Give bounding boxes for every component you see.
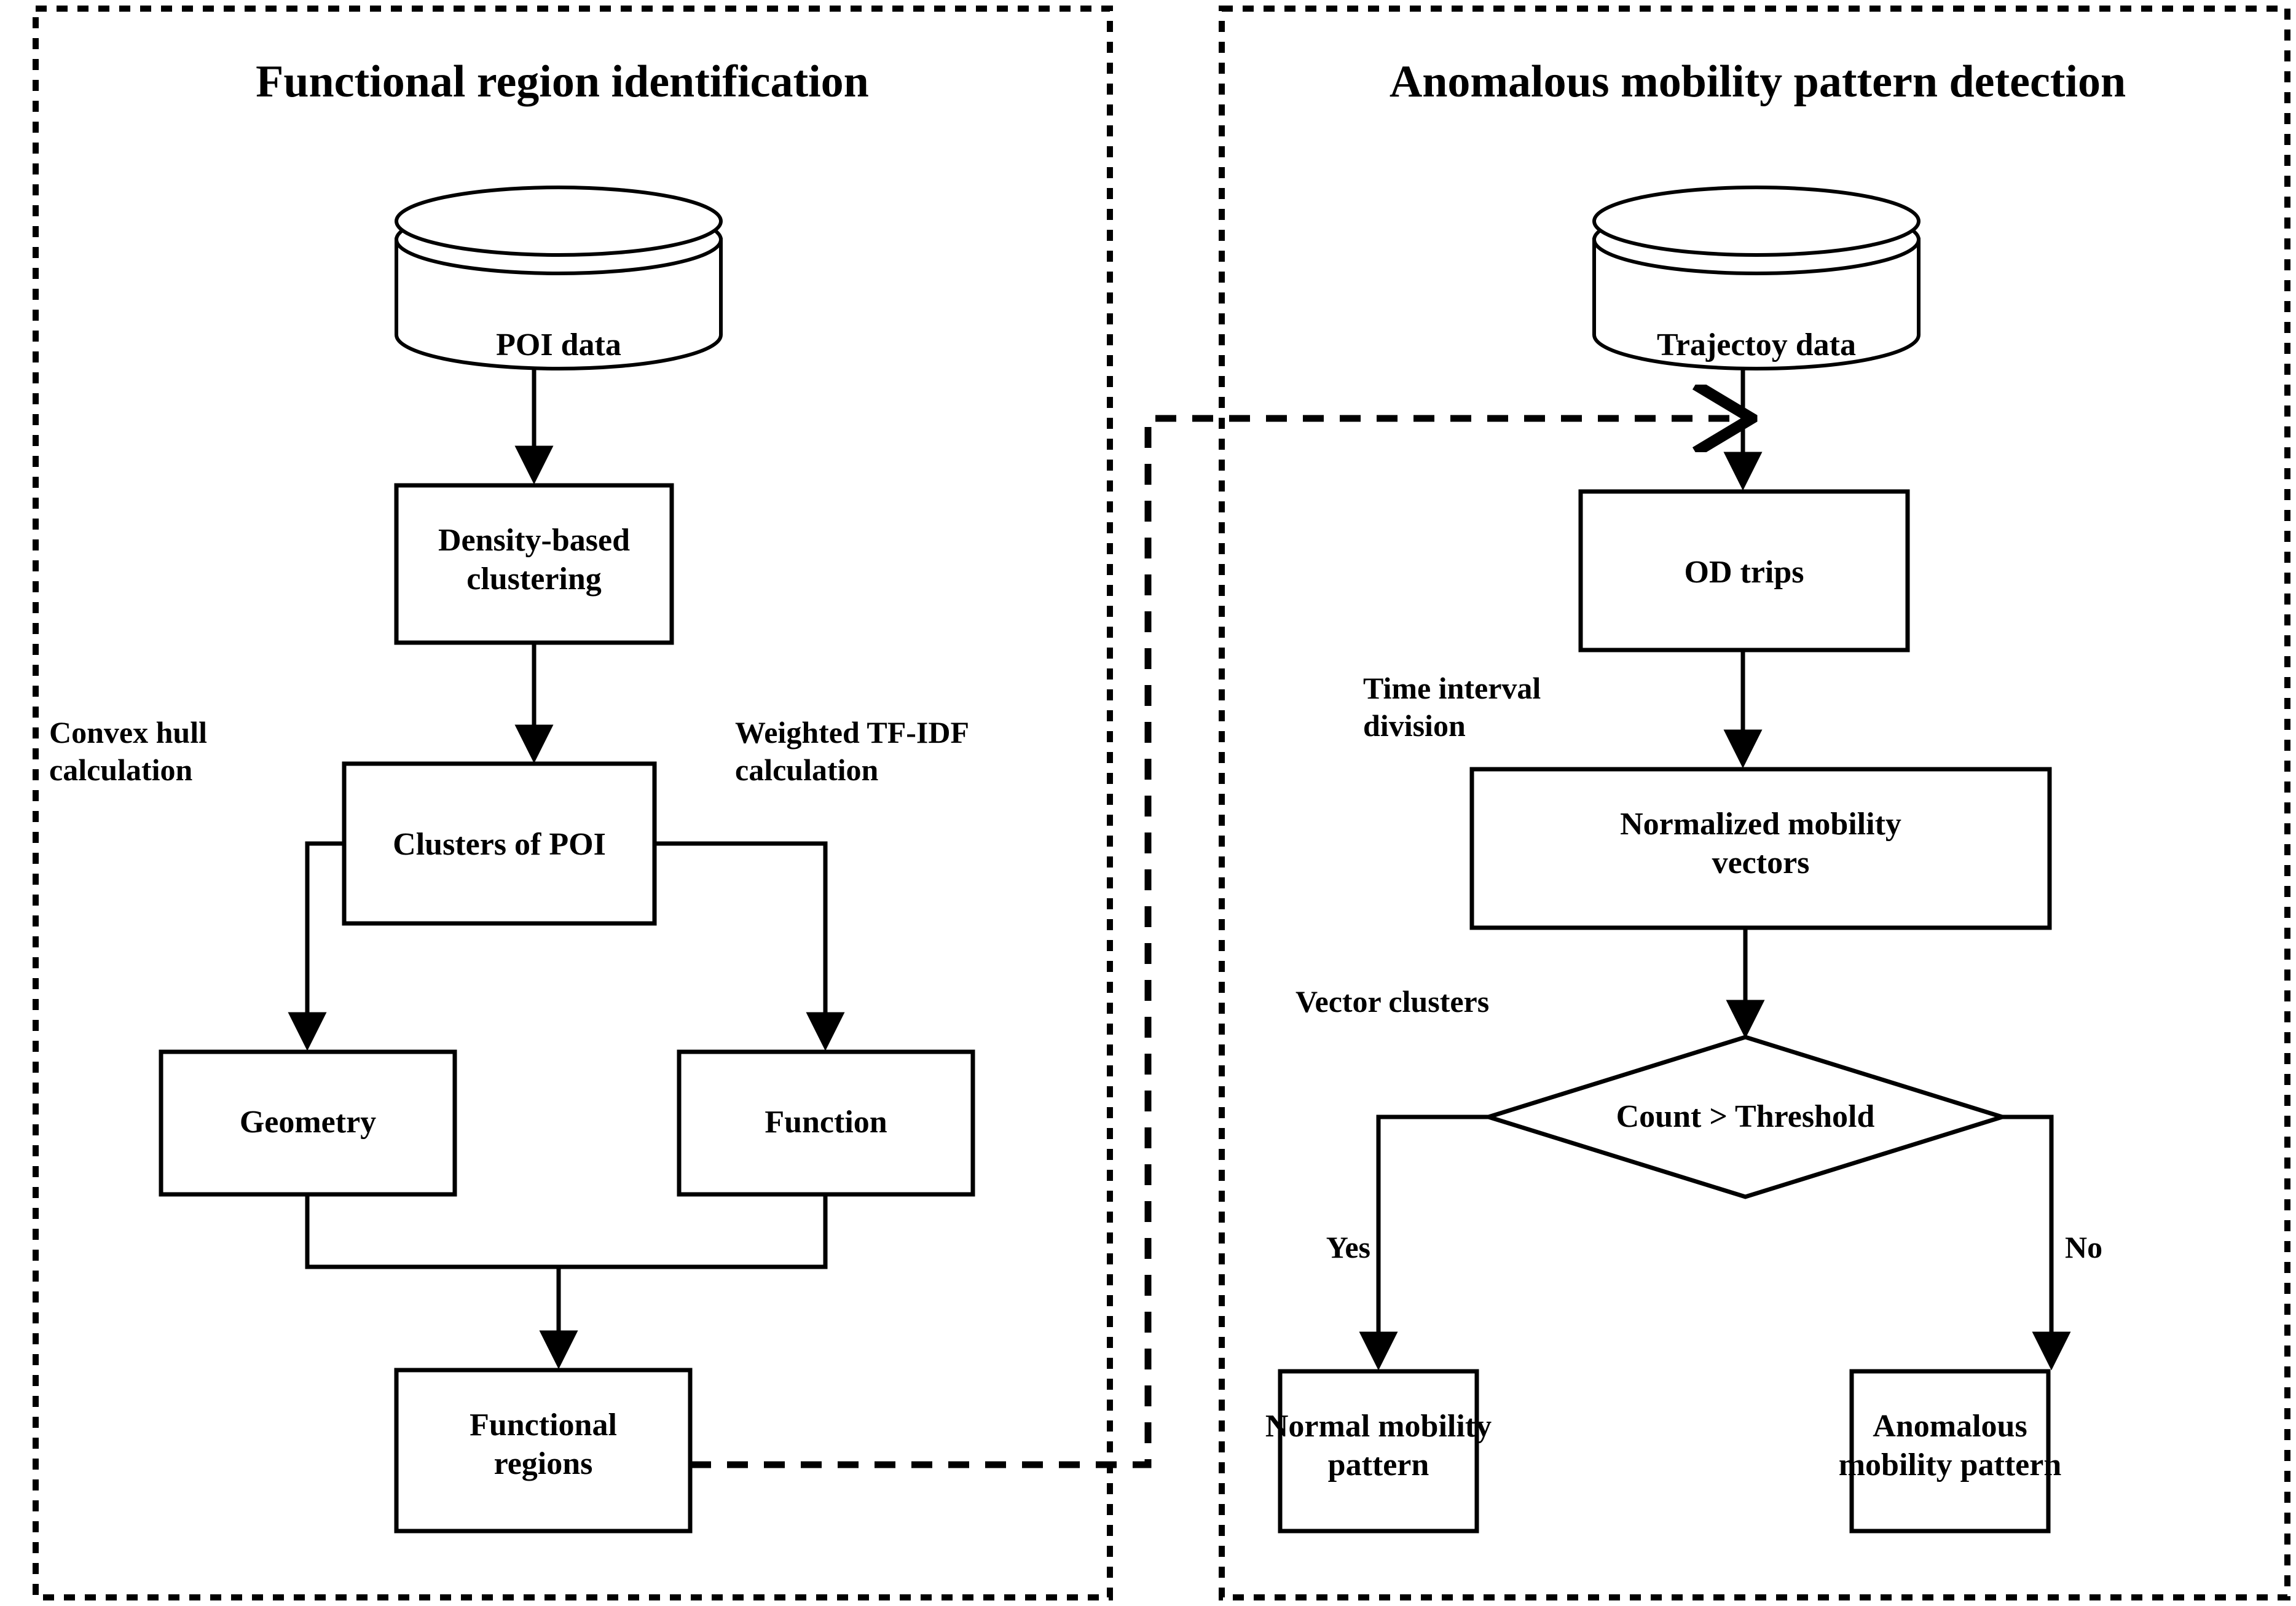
edge-label-weighted-tfidf-calculation: Weighted TF-IDF calculation bbox=[735, 715, 970, 787]
node-function-shape bbox=[677, 1049, 975, 1197]
node-poi-data-shape bbox=[395, 186, 723, 370]
node-density-based-clustering-shape bbox=[394, 483, 674, 645]
panel-title-left: Functional region identification bbox=[256, 57, 869, 107]
node-label-function: Function bbox=[765, 1105, 887, 1140]
edge-label-branch-yes: Yes bbox=[1326, 1230, 1370, 1264]
edge-label-convex-hull-calculation: Convex hull calculation bbox=[49, 715, 208, 787]
node-normalized-mobility-vectors-shape bbox=[1469, 767, 2052, 930]
edge-decision-no bbox=[2002, 1114, 2071, 1371]
node-label-poi-data: POI data bbox=[496, 327, 621, 362]
node-label-density-based-clustering: Density-based clustering bbox=[438, 523, 631, 597]
node-functional-regions-shape bbox=[394, 1368, 693, 1534]
node-anomalous-mobility-pattern-shape bbox=[1849, 1369, 2051, 1534]
edge-clusters-to-function bbox=[655, 841, 845, 1051]
edge-label-time-interval-division: Time interval division bbox=[1363, 671, 1541, 743]
node-label-count-threshold: Count > Threshold bbox=[1616, 1099, 1875, 1134]
edge-label-vector-clusters: Vector clusters bbox=[1295, 984, 1490, 1019]
node-label-geometry: Geometry bbox=[239, 1105, 377, 1140]
edge-cross-panel-dashed bbox=[690, 418, 1740, 1468]
node-count-threshold-shape bbox=[1481, 1035, 2010, 1199]
node-label-anomalous-mobility-pattern: Anomalous mobility pattern bbox=[1838, 1409, 2062, 1483]
node-normal-mobility-pattern-shape bbox=[1278, 1369, 1479, 1534]
panel-title-right: Anomalous mobility pattern detection bbox=[1389, 57, 2126, 107]
node-label-od-trips: OD trips bbox=[1684, 555, 1804, 590]
edge-decision-yes bbox=[1359, 1114, 1488, 1371]
edge-geometry-merge bbox=[305, 1194, 828, 1269]
node-od-trips-shape bbox=[1578, 489, 1910, 652]
node-trajectoy-data-shape bbox=[1592, 186, 1921, 370]
node-label-trajectoy-data: Trajectoy data bbox=[1657, 327, 1856, 362]
panel-border-right bbox=[1219, 6, 2290, 1600]
node-geometry-shape bbox=[159, 1049, 457, 1197]
node-label-normal-mobility-pattern: Normal mobility pattern bbox=[1265, 1409, 1492, 1483]
node-label-normalized-mobility-vectors: Normalized mobility vectors bbox=[1620, 807, 1901, 881]
panel-border-left bbox=[33, 6, 1113, 1600]
edge-label-branch-no: No bbox=[2065, 1230, 2103, 1264]
node-label-clusters-of-poi: Clusters of POI bbox=[393, 827, 606, 862]
node-label-functional-regions: Functional regions bbox=[470, 1408, 617, 1482]
edge-clusters-to-geometry bbox=[288, 841, 344, 1051]
